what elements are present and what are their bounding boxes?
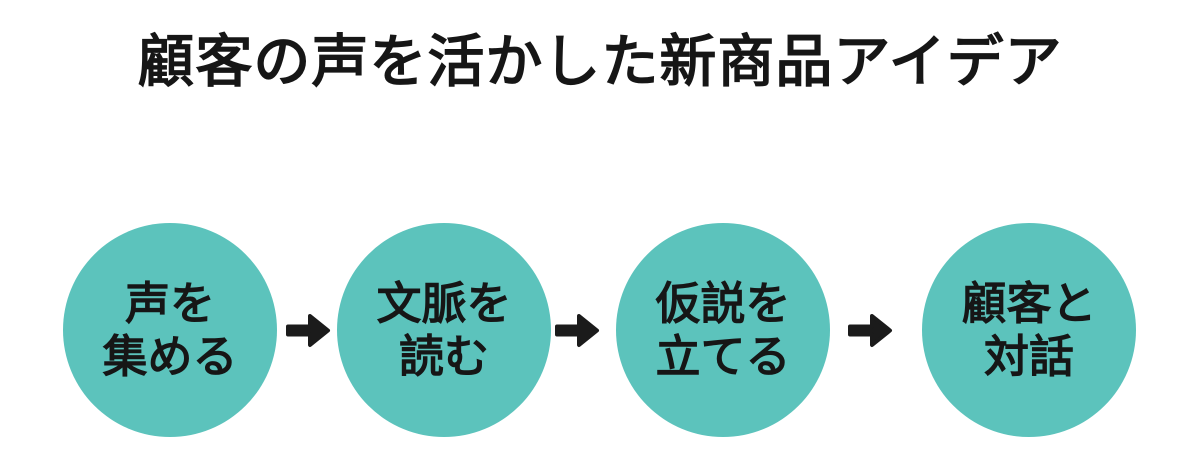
right-arrow-icon: [554, 311, 600, 350]
right-arrow-icon: [847, 311, 893, 350]
step-circle-collect-voices: 声を 集める: [63, 223, 277, 437]
step-label-line: 対話: [983, 331, 1074, 382]
step-circle-dialogue-with-customers: 顧客と 対話: [922, 223, 1136, 437]
step-label-line: 立てる: [655, 331, 791, 382]
right-arrow-icon: [285, 311, 331, 350]
step-label-line: 文脈を: [376, 277, 512, 329]
step-label-line: 仮説を: [655, 277, 791, 329]
step-label-line: 声を: [124, 277, 215, 329]
page-title: 顧客の声を活かした新商品アイデア: [137, 30, 1063, 94]
step-label-line: 集める: [102, 331, 238, 382]
step-label-line: 読む: [398, 331, 489, 382]
step-circle-read-context: 文脈を 読む: [337, 223, 551, 437]
step-circle-form-hypothesis: 仮説を 立てる: [616, 223, 830, 437]
step-label-line: 顧客と: [961, 277, 1097, 329]
